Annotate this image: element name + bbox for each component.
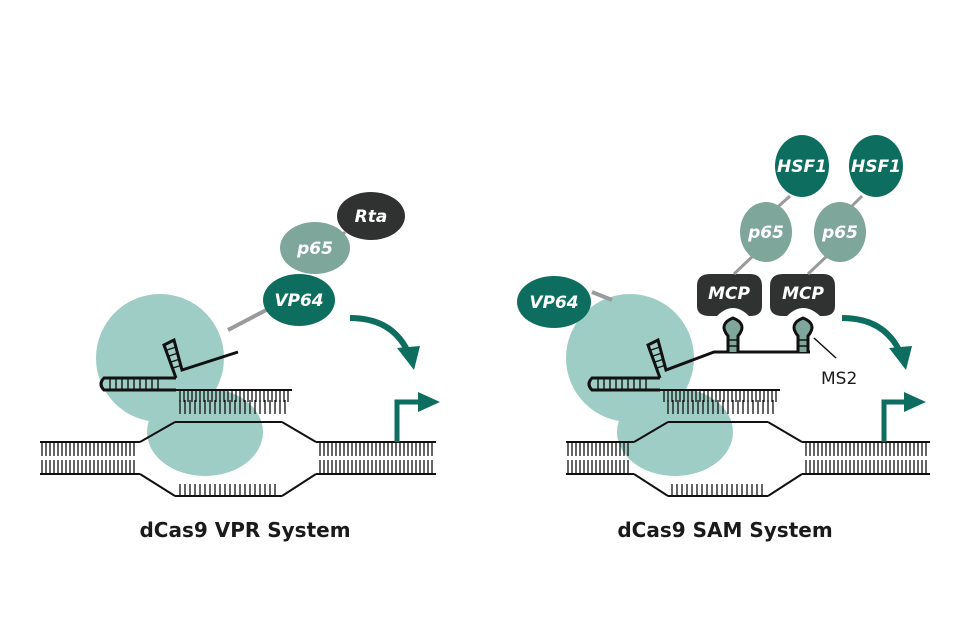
sam-mcp-left-label: MCP: [708, 284, 750, 304]
sam-hsf1-right: HSF1: [849, 135, 903, 197]
sam-p65-left: p65: [740, 202, 792, 262]
vpr-p65-label: p65: [296, 239, 333, 259]
sam-ms2-loop-left: [722, 316, 744, 352]
vpr-linker: [227, 306, 271, 332]
sam-hsf1-right-label: HSF1: [851, 157, 901, 177]
vpr-guide-rna: [99, 337, 239, 392]
sam-p65-right-label: p65: [821, 223, 858, 243]
sam-activation-arrow: [841, 315, 912, 370]
sam-caption: dCas9 SAM System: [617, 518, 832, 542]
sam-ms2-loop-right: [792, 316, 814, 352]
vpr-rta-domain: Rta: [337, 192, 405, 240]
vpr-p65-domain: p65: [280, 222, 350, 274]
vpr-transcription-start-arrow: [394, 392, 440, 442]
sam-guide-rna-ticks: [597, 346, 667, 390]
sam-vp64-domain: VP64: [517, 276, 591, 328]
sam-hsf1-left-label: HSF1: [777, 157, 827, 177]
sam-system: MCP MCP p65 p65 HSF1 HSF1: [517, 135, 930, 542]
sam-mcp-right-label: MCP: [782, 284, 824, 304]
sam-mcp-left: MCP: [697, 274, 762, 316]
vpr-dcas9-protein: [96, 294, 263, 476]
vpr-caption: dCas9 VPR System: [139, 518, 350, 542]
sam-p65-right: p65: [814, 202, 866, 262]
sam-ms2-label: MS2: [821, 369, 857, 389]
sam-p65-left-label: p65: [747, 223, 784, 243]
sam-ms2-pointer: [813, 337, 837, 359]
vpr-guide-rna-ticks: [109, 346, 183, 390]
sam-dcas9-protein: [566, 294, 733, 476]
sam-mcp-right: MCP: [770, 274, 835, 316]
vpr-vp64-domain: VP64: [263, 274, 335, 326]
vpr-rta-label: Rta: [355, 207, 388, 227]
sam-vp64-label: VP64: [529, 293, 578, 313]
vpr-dna-base-ticks: [41, 390, 433, 496]
sam-hsf1-left: HSF1: [775, 135, 829, 197]
vpr-activation-arrow: [349, 315, 420, 370]
sam-transcription-start-arrow: [881, 392, 926, 442]
vpr-system: p65 Rta VP64 dCas9 VPR System: [40, 192, 440, 542]
sam-dna-base-ticks: [567, 390, 927, 496]
vpr-vp64-label: VP64: [274, 291, 323, 311]
